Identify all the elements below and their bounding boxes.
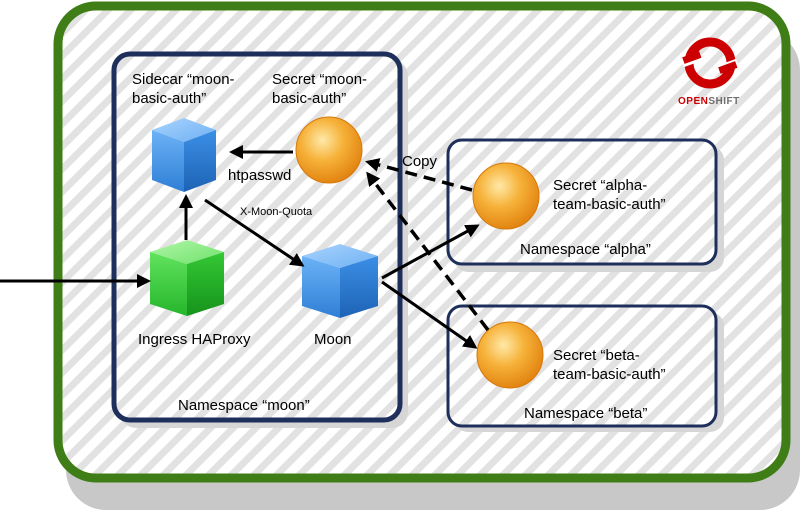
sidecar-blue-cube-icon <box>152 118 216 192</box>
namespace-moon-box <box>111 51 403 423</box>
namespace-beta-label: Namespace “beta” <box>524 405 648 422</box>
ingress-label: Ingress HAProxy <box>138 331 251 348</box>
sidecar-to-moon-arrow <box>204 198 305 267</box>
ingress-green-cube-icon <box>150 240 224 316</box>
moon-secret-label: Secret “moon- basic-auth” <box>272 71 368 107</box>
alpha-secret-label: Secret “alpha- team-basic-auth” <box>553 177 666 213</box>
namespace-moon-label: Namespace “moon” <box>178 397 310 414</box>
openshift-logo-icon <box>681 37 739 89</box>
copy-label: Copy <box>402 153 438 170</box>
beta-secret-label: Secret “beta- team-basic-auth” <box>553 347 666 383</box>
namespace-alpha-label: Namespace “alpha” <box>520 241 651 258</box>
htpasswd-label: htpasswd <box>228 167 292 184</box>
openshift-logo-text: OPENSHIFT <box>678 96 740 107</box>
quota-header-label: X-Moon-Quota <box>240 206 313 218</box>
alpha-secret-orange-orb-icon <box>472 162 540 230</box>
moon-to-beta-arrow <box>381 280 478 349</box>
moon-label: Moon <box>314 331 352 348</box>
moon-blue-cube-icon <box>302 244 378 318</box>
beta-secret-orange-orb-icon <box>476 321 544 389</box>
copy-beta-dashed-arrow <box>366 171 490 332</box>
moon-secret-orange-orb-icon <box>295 116 363 184</box>
sidecar-label: Sidecar “moon- basic-auth” <box>132 71 235 107</box>
